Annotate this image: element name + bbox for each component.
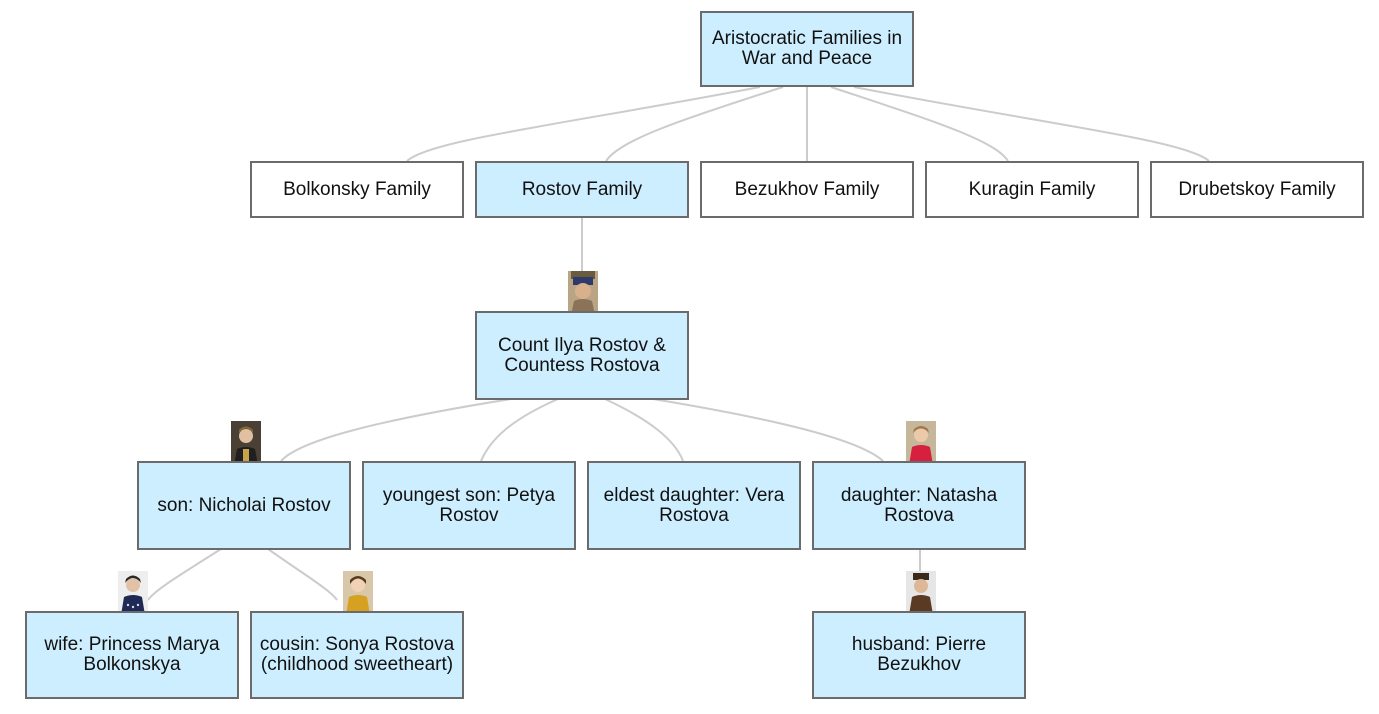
child-node-nicholai[interactable]: son: Nicholai Rostov	[137, 461, 351, 550]
family-node-bolkonsky[interactable]: Bolkonsky Family	[250, 161, 464, 218]
parents-node[interactable]: Count Ilya Rostov & Countess Rostova	[475, 311, 689, 400]
root-node[interactable]: Aristocratic Families in War and Peace	[700, 11, 914, 87]
portrait-natasha	[906, 421, 936, 465]
link-root-drubetskoy	[853, 86, 1210, 162]
family-node-bezukhov[interactable]: Bezukhov Family	[700, 161, 914, 218]
family-label: Bezukhov Family	[734, 178, 880, 200]
link-nicholai-sonya	[267, 548, 338, 601]
spouse-label: husband: Pierre Bezukhov	[851, 634, 987, 675]
spouse-node-marya[interactable]: wife: Princess Marya Bolkonskya	[25, 611, 239, 699]
portrait-sonya	[343, 571, 373, 615]
link-parents-petya	[480, 398, 559, 462]
family-node-drubetskoy[interactable]: Drubetskoy Family	[1150, 161, 1364, 218]
root-label: Aristocratic Families in War and Peace	[711, 28, 903, 69]
family-node-kuragin[interactable]: Kuragin Family	[925, 161, 1139, 218]
portrait-nicholai	[231, 421, 261, 465]
family-label: Drubetskoy Family	[1178, 178, 1336, 200]
link-parents-vera	[604, 398, 684, 462]
child-node-natasha[interactable]: daughter: Natasha Rostova	[812, 461, 1026, 550]
child-label: eldest daughter: Vera Rostova	[603, 484, 785, 526]
portrait-count-ilya	[568, 271, 598, 315]
child-node-petya[interactable]: youngest son: Petya Rostov	[362, 461, 576, 550]
link-parents-nicholai	[280, 398, 512, 462]
parents-label: Count Ilya Rostov & Countess Rostova	[498, 334, 666, 376]
portrait-pierre	[906, 571, 936, 615]
link-root-bolkonsky	[406, 86, 761, 162]
cousin-label: cousin: Sonya Rostova (childhood sweethe…	[259, 634, 455, 675]
child-node-vera[interactable]: eldest daughter: Vera Rostova	[587, 461, 801, 550]
spouse-node-pierre[interactable]: husband: Pierre Bezukhov	[812, 611, 1026, 699]
family-label: Rostov Family	[521, 178, 643, 200]
link-nicholai-marya	[147, 548, 222, 601]
child-label: daughter: Natasha Rostova	[840, 484, 998, 526]
link-root-kuragin	[830, 86, 1009, 162]
family-label: Kuragin Family	[968, 178, 1096, 200]
family-node-rostov[interactable]: Rostov Family	[475, 161, 689, 218]
child-label: son: Nicholai Rostov	[157, 494, 331, 516]
link-parents-natasha	[652, 398, 884, 462]
child-label: youngest son: Petya Rostov	[382, 484, 556, 526]
spouse-label: wife: Princess Marya Bolkonskya	[44, 634, 220, 675]
cousin-node-sonya[interactable]: cousin: Sonya Rostova (childhood sweethe…	[250, 611, 464, 699]
family-label: Bolkonsky Family	[283, 178, 431, 200]
portrait-marya	[118, 571, 148, 615]
link-root-rostov	[605, 86, 784, 162]
